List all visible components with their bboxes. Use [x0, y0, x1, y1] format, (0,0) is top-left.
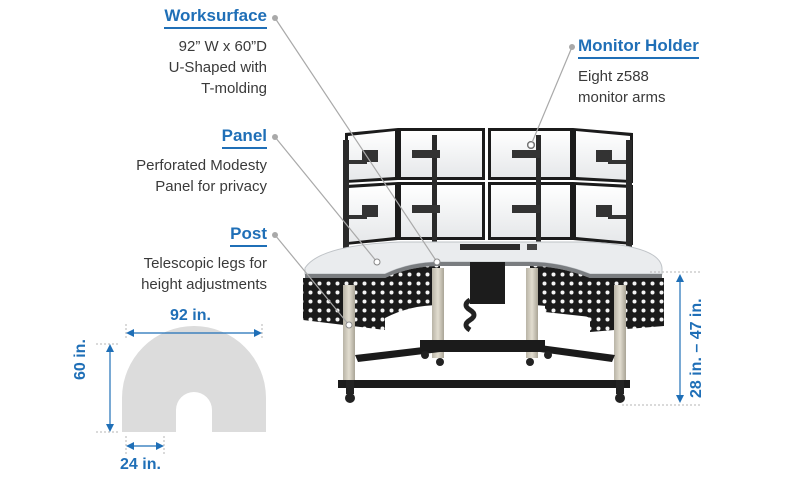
monitor-holder-description: Eight z588 monitor arms	[578, 68, 666, 106]
worksurface	[304, 241, 663, 278]
worksurface-title: Worksurface	[164, 6, 267, 29]
leader-lines	[274, 17, 573, 326]
panel-description: Perforated Modesty Panel for privacy	[136, 157, 267, 195]
height-dimension-label: 28 in. – 47 in.	[688, 298, 705, 398]
monitor-wall	[343, 128, 633, 255]
footprint-diagram	[96, 324, 266, 454]
height-dimension	[622, 271, 700, 406]
panel-title: Panel	[221, 126, 267, 149]
post-description: Telescopic legs for height adjustments	[141, 255, 267, 293]
monitor-holder-title: Monitor Holder	[578, 36, 699, 59]
telescopic-legs	[338, 268, 630, 403]
inner-dimension-label: 24 in.	[120, 456, 161, 473]
width-dimension-label: 92 in.	[170, 307, 211, 324]
depth-dimension-label: 60 in.	[72, 339, 89, 380]
post-title: Post	[230, 224, 267, 247]
worksurface-description: 92” W x 60”D U-Shaped with T-molding	[168, 38, 267, 97]
